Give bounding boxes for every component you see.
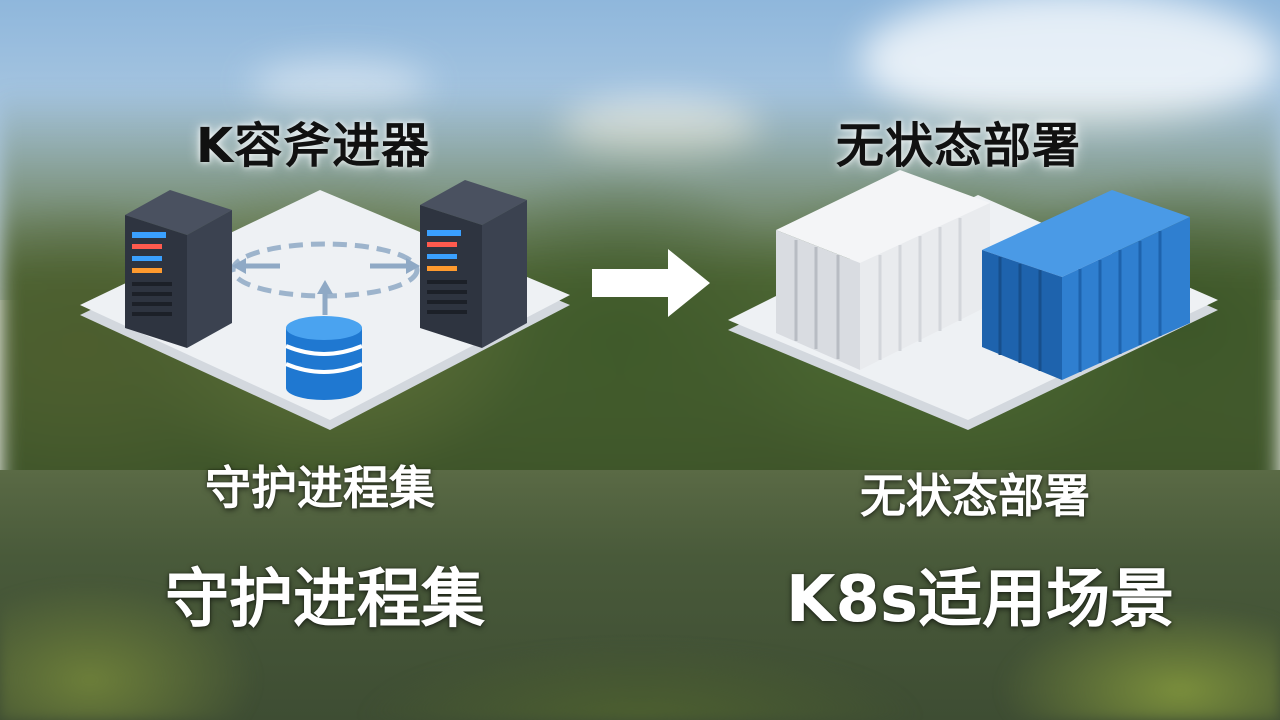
- left-heading: K容斧进器: [196, 118, 431, 174]
- right-arrow-icon: [370, 258, 420, 274]
- database-icon: [285, 316, 363, 400]
- left-caption-top: 守护进程集: [205, 461, 435, 515]
- server-icon: [420, 180, 527, 348]
- left-arrow-icon: [232, 258, 280, 274]
- foreground-plants: [0, 540, 1280, 720]
- daemonset-illustration: [80, 180, 570, 430]
- right-heading: 无状态部署: [836, 118, 1082, 174]
- right-arrow-icon: [592, 249, 710, 317]
- left-caption-bottom: 守护进程集: [165, 563, 485, 637]
- server-icon: [125, 190, 232, 348]
- right-caption-bottom: K8s适用场景: [785, 563, 1175, 637]
- blue-container-icon: [982, 190, 1190, 380]
- deployment-illustration: [728, 170, 1218, 430]
- white-container-icon: [776, 170, 990, 370]
- right-caption-top: 无状态部署: [860, 469, 1090, 523]
- up-arrow-icon: [317, 280, 333, 315]
